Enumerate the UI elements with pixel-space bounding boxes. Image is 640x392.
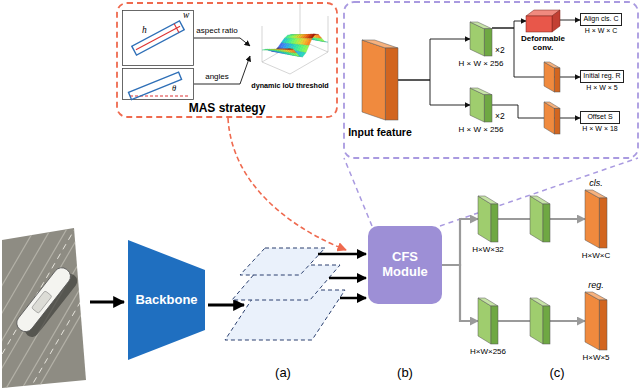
plot-axes	[262, 4, 328, 74]
connector	[492, 105, 580, 118]
detail-panel	[344, 2, 638, 158]
deformable-conv-cube: Deformable conv.	[526, 10, 560, 32]
edge-label: aspect ratio	[196, 26, 237, 35]
node-label: Initial reg. R	[583, 72, 620, 80]
flow-arrow	[340, 297, 366, 300]
iou-surface-plot-shape	[250, 10, 330, 80]
angle-panel-shape	[122, 68, 194, 100]
node-label: MAS strategy	[189, 102, 266, 116]
ship	[14, 265, 80, 340]
conv-block: ×2H × W × 256	[470, 88, 492, 122]
cfs-module: CFS Module	[368, 226, 442, 304]
node-label: H × W × 256	[459, 59, 504, 68]
iou-surface-plot: dynamic IoU threshold	[250, 10, 330, 80]
backbone-trapezoid: Backbone	[128, 240, 205, 360]
edge-label: angles	[205, 72, 229, 81]
connector	[194, 56, 250, 84]
iou-surface	[262, 34, 328, 57]
block-solid	[530, 196, 550, 242]
conv-block-shape	[470, 22, 492, 56]
connector	[442, 219, 478, 265]
feature-pyramid	[225, 248, 345, 340]
block-solid	[585, 190, 607, 248]
panel-label: (b)	[397, 366, 413, 381]
block-solid	[470, 88, 492, 122]
node-label: CFS Module	[375, 250, 435, 280]
angle-panel: θ	[122, 68, 194, 100]
node-label: Input feature	[348, 126, 412, 138]
block-solid	[530, 298, 550, 344]
node-label: ×2	[495, 46, 505, 56]
node-label: H × W × 18	[582, 125, 617, 133]
flow-arrow	[318, 253, 366, 256]
node-label: reg.	[588, 280, 604, 290]
zoom-line	[344, 158, 372, 226]
node-label: θ	[172, 84, 176, 94]
connector	[194, 38, 250, 46]
panel-label: (a)	[275, 366, 291, 381]
connector	[442, 265, 478, 321]
flow-arrow	[90, 301, 124, 304]
flow-arrow	[329, 277, 366, 280]
cls-output-block-shape	[585, 190, 607, 248]
block-solid	[362, 40, 398, 120]
connector	[492, 28, 580, 77]
node-label: H × W × 5	[586, 84, 618, 92]
conv-block-shape	[470, 88, 492, 122]
deformable-conv-cube-shape	[526, 10, 560, 32]
conv-block: ×2H × W × 256	[470, 22, 492, 56]
strategy-arrow	[228, 118, 346, 250]
input-feature-map: Input feature	[362, 40, 398, 120]
feature-block: H×W×256	[478, 298, 498, 344]
aspect-ratio-panel: wh	[122, 10, 194, 66]
cls-output-block: cls.H×W×C	[585, 190, 607, 248]
node-label: H×W×256	[470, 347, 506, 356]
node-label: ×2	[495, 112, 505, 122]
node-label: Deformable conv.	[521, 34, 565, 52]
node-label: cls.	[589, 178, 603, 188]
rotated-box	[129, 72, 182, 100]
input-feature-map-shape	[362, 40, 398, 120]
input-image	[0, 220, 136, 392]
output-box: Align cls. CH × W × C	[580, 13, 622, 26]
block-solid	[478, 298, 498, 344]
block-solid	[470, 22, 492, 56]
reg-output-block: reg.H×W×5	[585, 292, 607, 350]
node-label: H × W × 256	[459, 125, 504, 134]
connector	[492, 21, 526, 28]
connector	[398, 80, 470, 105]
node-label: H×W×5	[582, 353, 609, 362]
strategy-panel: MAS strategywhθdynamic IoU threshold	[116, 2, 338, 118]
block-solid	[544, 62, 560, 92]
node-label: Align cls. C	[583, 15, 618, 23]
node-label: dynamic IoU threshold	[251, 82, 328, 90]
node-label: H × W × C	[585, 27, 618, 35]
feature-block: H×W×32	[478, 196, 498, 242]
output-box: Offset SH × W × 18	[580, 111, 620, 124]
node-label: Offset S	[587, 113, 612, 121]
feature-block-shape	[478, 298, 498, 344]
feature-block-shape	[478, 196, 498, 242]
output-box: Initial reg. RH × W × 5	[580, 70, 624, 83]
rotated-box	[132, 21, 184, 55]
reg-output-block-shape	[585, 292, 607, 350]
panel-label: (c)	[549, 366, 564, 381]
node-label: H×W×32	[472, 245, 504, 254]
node-label: H×W×C	[582, 251, 610, 260]
block-solid	[478, 196, 498, 242]
node-label: Backbone	[135, 293, 197, 308]
flow-arrow	[208, 304, 244, 307]
block-solid	[585, 292, 607, 350]
node-label: w	[183, 10, 189, 21]
block-solid	[544, 102, 560, 134]
connector	[560, 20, 580, 21]
node-label: h	[142, 25, 147, 36]
